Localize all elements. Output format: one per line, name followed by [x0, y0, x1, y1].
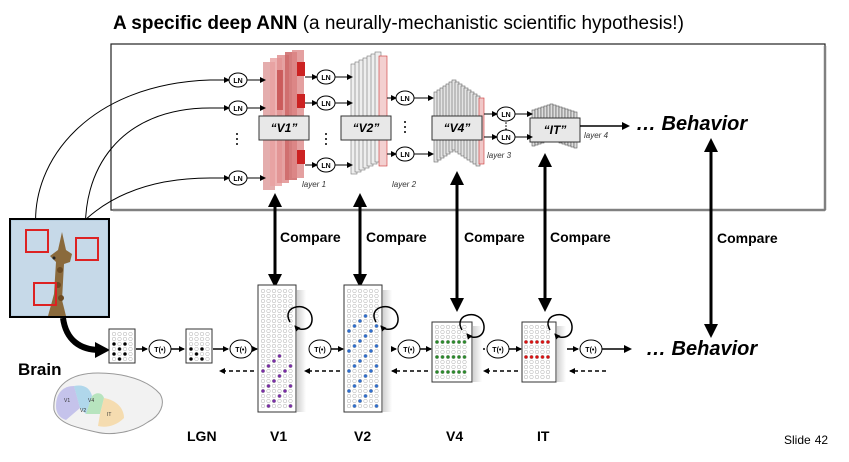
unit-v4-box: [431, 115, 483, 141]
transform-labels: T(•) T(•) T(•) T(•) T(•) T(•): [154, 347, 596, 354]
transform-nodes: [148, 339, 603, 359]
svg-text:V1: V1: [64, 398, 70, 404]
layer-label-3: layer 3: [487, 151, 512, 160]
unit-label-v1: “V1”: [270, 121, 298, 135]
slide-title: A specific deep ANN (a neurally-mechanis…: [113, 13, 684, 34]
v1-grid: [257, 284, 306, 413]
svg-text:LN: LN: [321, 101, 330, 108]
layer-label-1: layer 1: [302, 180, 327, 189]
unit-it-box: [529, 117, 581, 143]
unit-label-v4: “V4”: [443, 121, 471, 135]
svg-text:V2: V2: [80, 408, 86, 414]
area-label-lgn: LGN: [187, 428, 217, 444]
unit-v1-box: [258, 115, 310, 141]
svg-text:V4: V4: [88, 398, 94, 404]
unit-label-v2: “V2”: [352, 121, 380, 135]
compare-label-v1: Compare: [278, 229, 343, 245]
compare-label-v2: Compare: [364, 229, 429, 245]
brain-behavior-label: … Behavior: [646, 338, 758, 360]
ann-connectors: [210, 74, 630, 181]
v4-grid: [431, 321, 482, 383]
svg-text:LN: LN: [501, 112, 510, 119]
layer-label-2: layer 2: [392, 180, 417, 189]
brain-map-labels: V1 V2 V4 IT: [64, 398, 111, 418]
area-label-v1: V1: [270, 428, 288, 444]
ellipsis-dots: [236, 121, 507, 145]
svg-text:T(•): T(•): [403, 347, 414, 354]
svg-text:T(•): T(•): [585, 347, 596, 354]
svg-text:LN: LN: [400, 152, 409, 159]
svg-text:T(•): T(•): [154, 347, 165, 354]
brain-map: [53, 372, 163, 435]
unit-v2-box: [340, 115, 392, 141]
svg-text:T(•): T(•): [492, 347, 503, 354]
svg-text:IT: IT: [107, 412, 111, 418]
svg-text:LN: LN: [501, 135, 510, 142]
svg-text:LN: LN: [321, 75, 330, 82]
svg-text:LN: LN: [233, 106, 242, 113]
area-label-it: IT: [537, 428, 550, 444]
svg-text:LN: LN: [400, 96, 409, 103]
svg-text:T(•): T(•): [235, 347, 246, 354]
svg-text:LN: LN: [233, 78, 242, 85]
ann-behavior-label: … Behavior: [636, 113, 748, 135]
layer2-stack: [350, 51, 388, 175]
ln-labels: LN LN LN LN LN LN LN LN LN LN: [233, 75, 510, 183]
v2-grid: [343, 284, 392, 413]
compare-label-it: Compare: [548, 229, 613, 245]
recurrent-loops: [287, 305, 573, 340]
svg-text:T(•): T(•): [314, 347, 325, 354]
ln-nodes: [228, 69, 516, 186]
compare-arrows: [268, 138, 718, 338]
giraffe-image: [9, 218, 110, 318]
svg-text:LN: LN: [321, 163, 330, 170]
area-label-v4: V4: [446, 428, 464, 444]
image-to-brain-arrow: [60, 317, 101, 353]
unit-label-it: “IT”: [543, 123, 567, 137]
neuron-dots: [111, 289, 551, 409]
compare-label-behavior: Compare: [715, 230, 780, 246]
brain-label: Brain: [18, 360, 62, 379]
layer-label-4: layer 4: [584, 131, 609, 140]
area-label-v2: V2: [354, 428, 372, 444]
svg-text:LN: LN: [233, 176, 242, 183]
compare-label-v4: Compare: [462, 229, 527, 245]
